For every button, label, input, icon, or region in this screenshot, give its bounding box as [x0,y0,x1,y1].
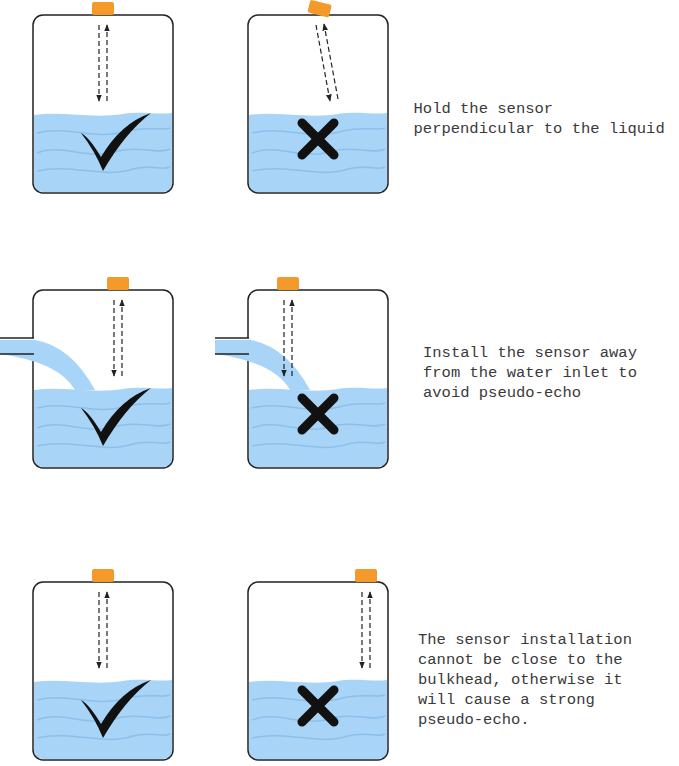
instruction-note: Install the sensor away from the water i… [423,343,646,403]
instruction-note: The sensor installation cannot be close … [418,630,641,730]
instruction-note: Hold the sensor perpendicular to the liq… [414,99,674,139]
